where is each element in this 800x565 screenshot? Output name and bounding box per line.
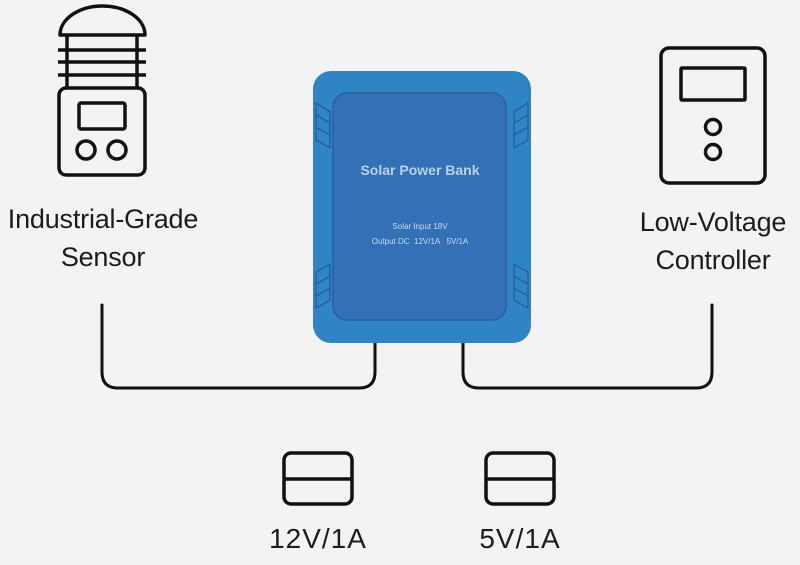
controller-icon <box>659 46 767 185</box>
solar-power-bank <box>313 71 531 343</box>
controller-label: Low-Voltage Controller <box>618 203 800 279</box>
weather-sensor-icon <box>57 4 147 177</box>
power-bank-title: Solar Power Bank <box>360 162 480 178</box>
dc-port-icon-5v <box>484 451 556 506</box>
port-label-12v: 12V/1A <box>269 523 367 554</box>
power-bank-output-spec: Output DC 12V/1A 5V/1A <box>371 237 469 246</box>
cable-to-controller <box>461 303 714 390</box>
controller-label-line1: Low-Voltage <box>639 207 787 237</box>
controller-label-line2: Controller <box>655 245 771 275</box>
cable-to-sensor <box>100 303 377 390</box>
port-label-5v: 5V/1A <box>479 523 561 554</box>
power-bank-input-spec: Solar Input 18V <box>392 222 448 231</box>
sensor-label-line2: Sensor <box>60 242 146 272</box>
sensor-label-line1: Industrial-Grade <box>7 204 199 234</box>
dc-port-icon-12v <box>282 451 354 506</box>
sensor-label: Industrial-Grade Sensor <box>0 200 214 276</box>
